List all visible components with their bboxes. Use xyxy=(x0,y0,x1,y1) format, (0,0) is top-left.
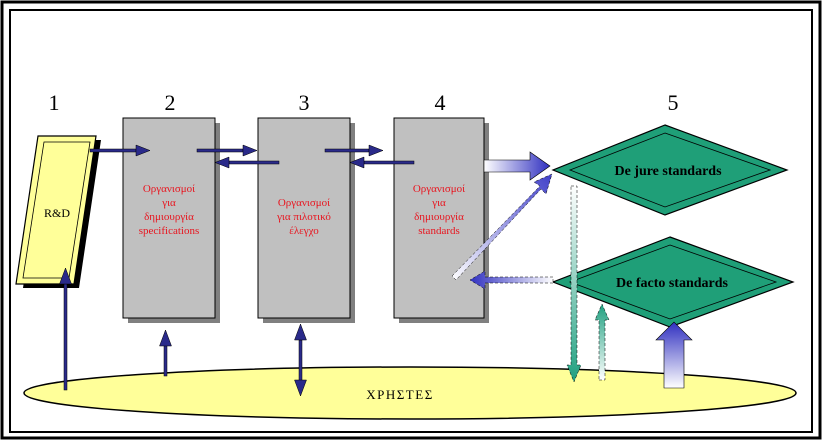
arrow-users-to-rd xyxy=(59,267,72,391)
arrow-specs-to-pilot xyxy=(196,144,258,157)
arrow-users-pilot-bidirectional xyxy=(294,323,307,397)
arrow-pilot-to-standards xyxy=(324,144,384,157)
box-standards xyxy=(393,117,485,319)
step-number-4: 4 xyxy=(435,90,446,115)
users-label: ΧΡΗΣΤΕΣ xyxy=(366,387,434,402)
arrow-pilot-to-specs xyxy=(214,156,280,169)
box3-line-2: για πιλοτικό xyxy=(276,211,331,223)
inner-frame xyxy=(9,9,813,433)
diamond-de-jure xyxy=(551,124,789,216)
rd-box xyxy=(15,135,97,285)
box4-line-3: δημιουργία xyxy=(414,211,464,223)
arrow-defacto-to-standards xyxy=(469,270,554,290)
arrow-diagonal-to-dejure xyxy=(451,173,553,281)
step-number-5: 5 xyxy=(668,90,679,115)
arrow-rd-to-specs xyxy=(89,144,151,157)
de-jure-label: De jure standards xyxy=(614,164,722,179)
de-facto-label: De facto standards xyxy=(616,276,729,291)
box3-line-3: έλεγχο xyxy=(289,225,319,237)
box4-line-2: για xyxy=(431,197,446,209)
box4-line-4: standards xyxy=(418,225,460,237)
arrow-users-to-specs xyxy=(159,329,172,377)
box2-line-4: specifications xyxy=(139,225,199,237)
arrow-standards-to-dejure xyxy=(483,151,551,181)
step-number-1: 1 xyxy=(49,90,60,115)
diamond-de-facto-inner xyxy=(568,244,778,320)
box4-line-1: Οργανισμοί xyxy=(413,183,465,195)
box2-line-3: δημιουργία xyxy=(144,211,194,223)
box3-line-1: Οργανισμοί xyxy=(278,197,330,209)
diamond-de-jure-inner xyxy=(568,132,772,208)
arrow-users-to-defacto xyxy=(594,303,610,381)
arrow-users-to-defacto-large xyxy=(655,321,693,389)
step-number-3: 3 xyxy=(299,90,310,115)
step-number-2: 2 xyxy=(165,90,176,115)
rd-label: R&D xyxy=(44,206,70,220)
box2-line-1: Οργανισμοί xyxy=(143,183,195,195)
arrow-standards-to-pilot xyxy=(349,156,415,169)
arrow-dejure-to-users xyxy=(566,185,582,383)
box2-line-2: για xyxy=(161,197,176,209)
